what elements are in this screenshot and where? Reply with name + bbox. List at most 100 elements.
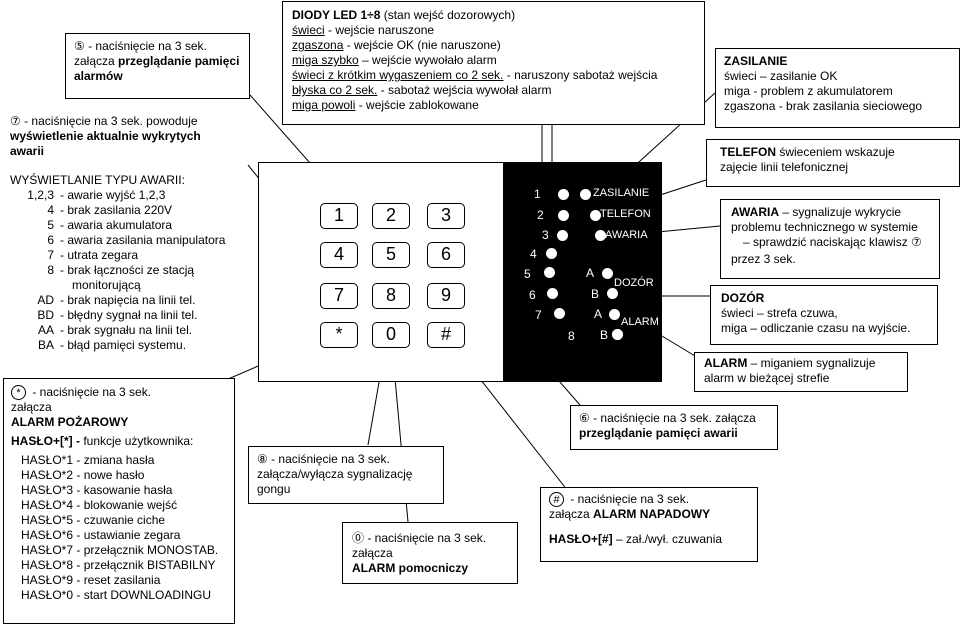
led-number-7: 7 xyxy=(535,308,542,322)
alarm-rest: – miganiem sygnalizuje xyxy=(747,356,876,370)
awaria-item: monitorującą xyxy=(10,278,260,293)
awaria-led-icon xyxy=(595,230,606,241)
zasilanie-l3: zgaszona - brak zasilania sieciowego xyxy=(724,99,923,113)
key-1[interactable]: 1 xyxy=(320,203,358,229)
asterisk-key-icon: * xyxy=(11,385,26,401)
awaria-desc: - awaria zasilania manipulatora xyxy=(60,233,226,247)
led-3-icon xyxy=(557,230,568,241)
keypad-frame xyxy=(258,162,504,382)
awaria-desc: - utrata zegara xyxy=(60,248,139,262)
alarm-box: ALARM – miganiem sygnalizuje alarm w bie… xyxy=(694,352,908,392)
awaria-rest: – sygnalizuje wykrycie xyxy=(779,205,902,219)
dozor-a-label: A xyxy=(586,266,595,280)
zasilanie-l1: świeci – zasilanie OK xyxy=(724,69,838,83)
haslo-function-item: HASŁO*2 - nowe hasło xyxy=(21,468,145,483)
hash-key-icon: # xyxy=(549,492,564,508)
circled-eight-icon: ⑧ xyxy=(257,452,268,466)
diody-state-desc: - wejście zablokowane xyxy=(355,98,479,112)
led-number-5: 5 xyxy=(524,267,531,281)
awaria-code: 4 xyxy=(47,203,54,217)
key-6[interactable]: 6 xyxy=(427,242,465,268)
dozor-a-led-icon xyxy=(602,268,613,279)
key-0[interactable]: 0 xyxy=(372,322,410,348)
dozor-l1: świeci – strefa czuwa, xyxy=(721,306,838,320)
key8-line3: gongu xyxy=(257,482,291,496)
awaria-desc: - błąd pamięci systemu. xyxy=(60,338,187,352)
zasilanie-led-icon xyxy=(580,189,591,200)
awaria-code: AA xyxy=(37,323,54,337)
diody-state-name: zgaszona xyxy=(292,38,344,52)
key0-info-box: ⓪ - naciśnięcie na 3 sek. załącza ALARM … xyxy=(342,522,518,584)
hash-line1: - naciśnięcie na 3 sek. xyxy=(567,492,690,506)
awaria-code: 6 xyxy=(47,233,54,247)
dozor-led-label: DOZÓR xyxy=(614,277,654,289)
diody-state-name: świeci z krótkim wygaszeniem co 2 sek. xyxy=(292,68,504,82)
alarm-l2: alarm w bieżącej strefie xyxy=(704,371,830,385)
dozor-b-label: B xyxy=(591,287,600,301)
star-line2: załącza xyxy=(11,400,52,415)
led-number-8: 8 xyxy=(568,329,575,343)
awaria-desc: monitorującą xyxy=(72,278,141,292)
zasilanie-box: ZASILANIE świeci – zasilanie OK miga - p… xyxy=(715,48,960,128)
awaria-code: BA xyxy=(37,338,54,352)
awaria-code: 7 xyxy=(47,248,54,262)
key-4[interactable]: 4 xyxy=(320,242,358,268)
key-3[interactable]: 3 xyxy=(427,203,465,229)
haslo-label: HASŁO+[*] - xyxy=(11,434,80,449)
awaria-item: 8- brak łączności ze stacją xyxy=(10,263,260,278)
diody-state-desc: - naruszony sabotaż wejścia xyxy=(503,68,658,82)
hash-line2-bold: ALARM NAPADOWY xyxy=(593,507,711,522)
awaria-l3: – sprawdzić naciskając klawisz ⑦ xyxy=(743,235,922,249)
haslo-function-item: HASŁO*1 - zmiana hasła xyxy=(21,453,155,468)
awaria-code: 5 xyxy=(47,218,54,232)
haslo-function-item: HASŁO*8 - przełącznik BISTABILNY xyxy=(21,558,216,573)
telefon-title: TELEFON xyxy=(720,145,776,159)
key-7[interactable]: 7 xyxy=(320,283,358,309)
key8-line2: załącza/wyłącza sygnalizację xyxy=(257,467,413,481)
awaria-code: 1,2,3 xyxy=(27,188,54,202)
haslo-function-item: HASŁO*7 - przełącznik MONOSTAB. xyxy=(21,543,219,558)
haslo-function-item: HASŁO*6 - ustawianie zegara xyxy=(21,528,181,543)
awaria-item: AD- brak napięcia na linii tel. xyxy=(10,293,260,308)
key-9[interactable]: 9 xyxy=(427,283,465,309)
led-number-6: 6 xyxy=(529,288,536,302)
diody-subtitle: (stan wejść dozorowych) xyxy=(380,8,516,22)
circled-seven-icon: ⑦ xyxy=(10,114,21,128)
hash-line2: załącza xyxy=(549,507,594,522)
led-1-icon xyxy=(558,189,569,200)
alarm-title: ALARM xyxy=(704,356,748,370)
haslo-function-item: HASŁO*5 - czuwanie ciche xyxy=(21,513,166,528)
key-star[interactable]: * xyxy=(320,322,358,348)
haslo-function-item: HASŁO*0 - start DOWNLOADINGU xyxy=(21,588,212,603)
diody-state-desc: - wejście naruszone xyxy=(324,23,435,37)
key-hash[interactable]: # xyxy=(427,322,465,348)
led-number-1: 1 xyxy=(534,187,541,201)
diody-state-name: błyska co 2 sek. xyxy=(292,83,378,97)
key-2[interactable]: 2 xyxy=(372,203,410,229)
led-7-icon xyxy=(554,308,565,319)
awaria-code: AD xyxy=(37,293,54,307)
telefon-rest: świeceniem wskazuje xyxy=(776,145,895,159)
led-6-icon xyxy=(547,288,558,299)
star-key-box: * - naciśnięcie na 3 sek. załącza ALARM … xyxy=(3,378,235,624)
awarie-title: WYŚWIETLANIE TYPU AWARII: xyxy=(10,173,185,187)
awaria-item: 4- brak zasilania 220V xyxy=(10,203,260,218)
haslo-function-item: HASŁO*9 - reset zasilania xyxy=(21,573,161,588)
key8-info-box: ⑧ - naciśnięcie na 3 sek. załącza/wyłącz… xyxy=(248,446,444,504)
key7-line3: awarii xyxy=(10,144,45,158)
diody-title: DIODY LED 1÷8 xyxy=(292,8,381,22)
circled-five-icon: ⑤ xyxy=(74,39,85,53)
awaria-code: 8 xyxy=(47,263,54,277)
zasilanie-l2: miga - problem z akumulatorem xyxy=(724,84,893,98)
led-number-2: 2 xyxy=(537,208,544,222)
alarm-b-label: B xyxy=(600,328,609,342)
awarie-section: ⑦ - naciśnięcie na 3 sek. powoduje wyświ… xyxy=(10,114,260,353)
key-5[interactable]: 5 xyxy=(372,242,410,268)
circled-zero-icon: ⓪ xyxy=(352,531,365,545)
key-8[interactable]: 8 xyxy=(372,283,410,309)
awaria-item: 7 - utrata zegara xyxy=(10,248,260,263)
key8-line1: - naciśnięcie na 3 sek. xyxy=(267,452,390,466)
